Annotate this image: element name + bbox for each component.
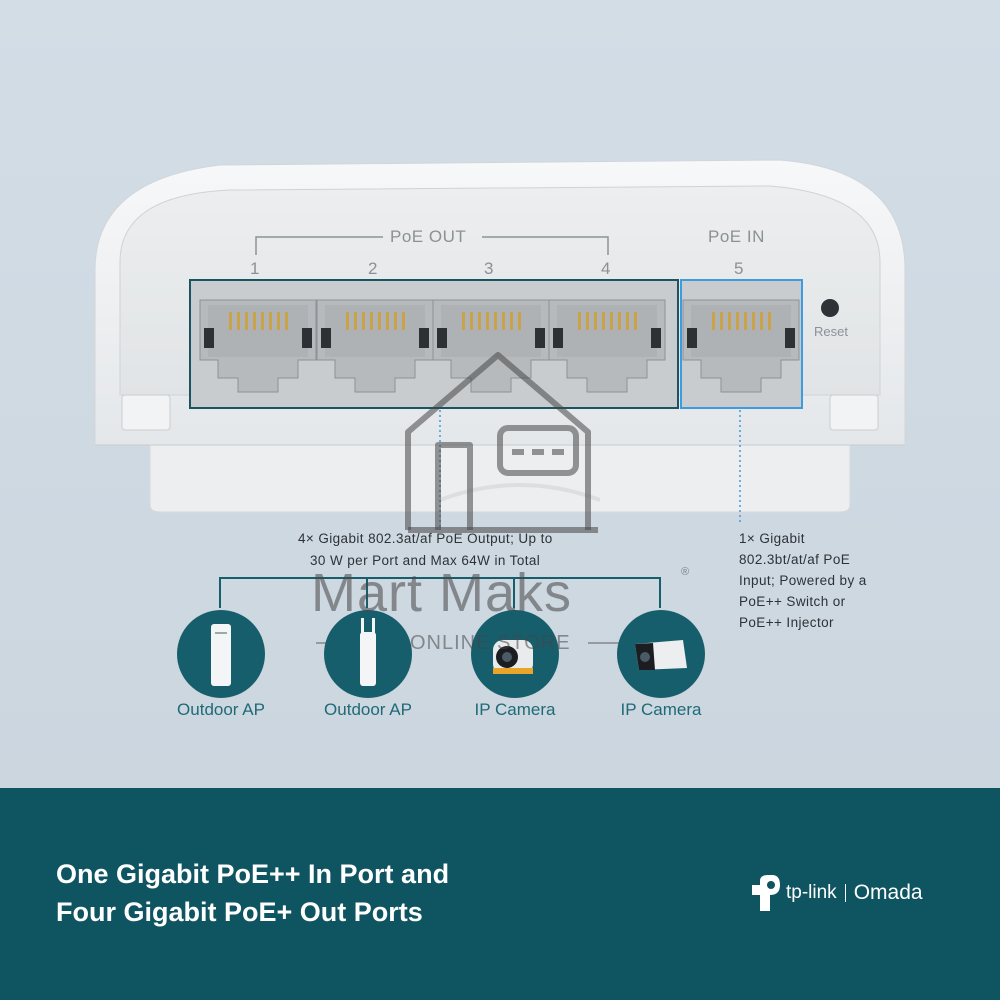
poe-in-header: PoE IN <box>708 227 765 246</box>
port-number-4: 4 <box>601 259 611 278</box>
omada-wordmark: Omada <box>853 881 923 904</box>
reset-label: Reset <box>814 324 848 339</box>
poe-out-header: PoE OUT <box>390 227 467 246</box>
watermark-subtitle: ONLINE STORE <box>410 632 571 654</box>
device-label-3: IP Camera <box>474 700 556 719</box>
poe-in-description-line4: PoE++ Switch or <box>739 594 846 609</box>
dome-camera-icon <box>471 610 559 698</box>
tp-link-wordmark: tp-link <box>786 882 837 903</box>
port-number-5: 5 <box>734 259 744 278</box>
device-label-2: Outdoor AP <box>324 700 412 719</box>
watermark-registered-mark: ® <box>681 566 690 578</box>
poe-out-description-line1: 4× Gigabit 802.3at/af PoE Output; Up to <box>298 531 553 546</box>
watermark-name: Mart Maks <box>311 563 573 623</box>
poe-in-description-line3: Input; Powered by a <box>739 573 867 588</box>
device-label-1: Outdoor AP <box>177 700 265 719</box>
device-label-4: IP Camera <box>620 700 702 719</box>
brand-logo: tp-link Omada <box>746 873 923 913</box>
bottom-banner <box>0 788 1000 1000</box>
port-number-3: 3 <box>484 259 494 278</box>
headline-line2: Four Gigabit PoE+ Out Ports <box>56 897 423 927</box>
brand-divider <box>844 884 846 902</box>
outdoor-ap-antenna-icon <box>324 610 412 698</box>
poe-in-description-line5: PoE++ Injector <box>739 615 834 630</box>
headline-line1: One Gigabit PoE++ In Port and <box>56 859 450 889</box>
ethernet-port-5 <box>682 299 800 393</box>
poe-in-description-line1: 1× Gigabit <box>739 531 805 546</box>
ethernet-port-1 <box>199 299 317 393</box>
ethernet-port-2 <box>316 299 434 393</box>
poe-out-description-line2: 30 W per Port and Max 64W in Total <box>310 553 541 568</box>
tp-link-logo-icon <box>752 875 780 911</box>
product-illustration: PoE OUT PoE IN 1 2 3 4 5 Reset 4× Gigabi… <box>0 0 1000 788</box>
poe-in-description-line2: 802.3bt/at/af PoE <box>739 552 851 567</box>
watermark-house-icon <box>405 352 598 533</box>
outdoor-ap-icon <box>177 610 265 698</box>
ethernet-port-4 <box>548 299 666 393</box>
port-number-2: 2 <box>368 259 378 278</box>
port-number-1: 1 <box>250 259 260 278</box>
bullet-camera-icon <box>617 610 705 698</box>
ethernet-port-3 <box>432 299 550 393</box>
switch-device-illustration <box>94 159 906 644</box>
headline: One Gigabit PoE++ In Port and Four Gigab… <box>56 855 449 931</box>
